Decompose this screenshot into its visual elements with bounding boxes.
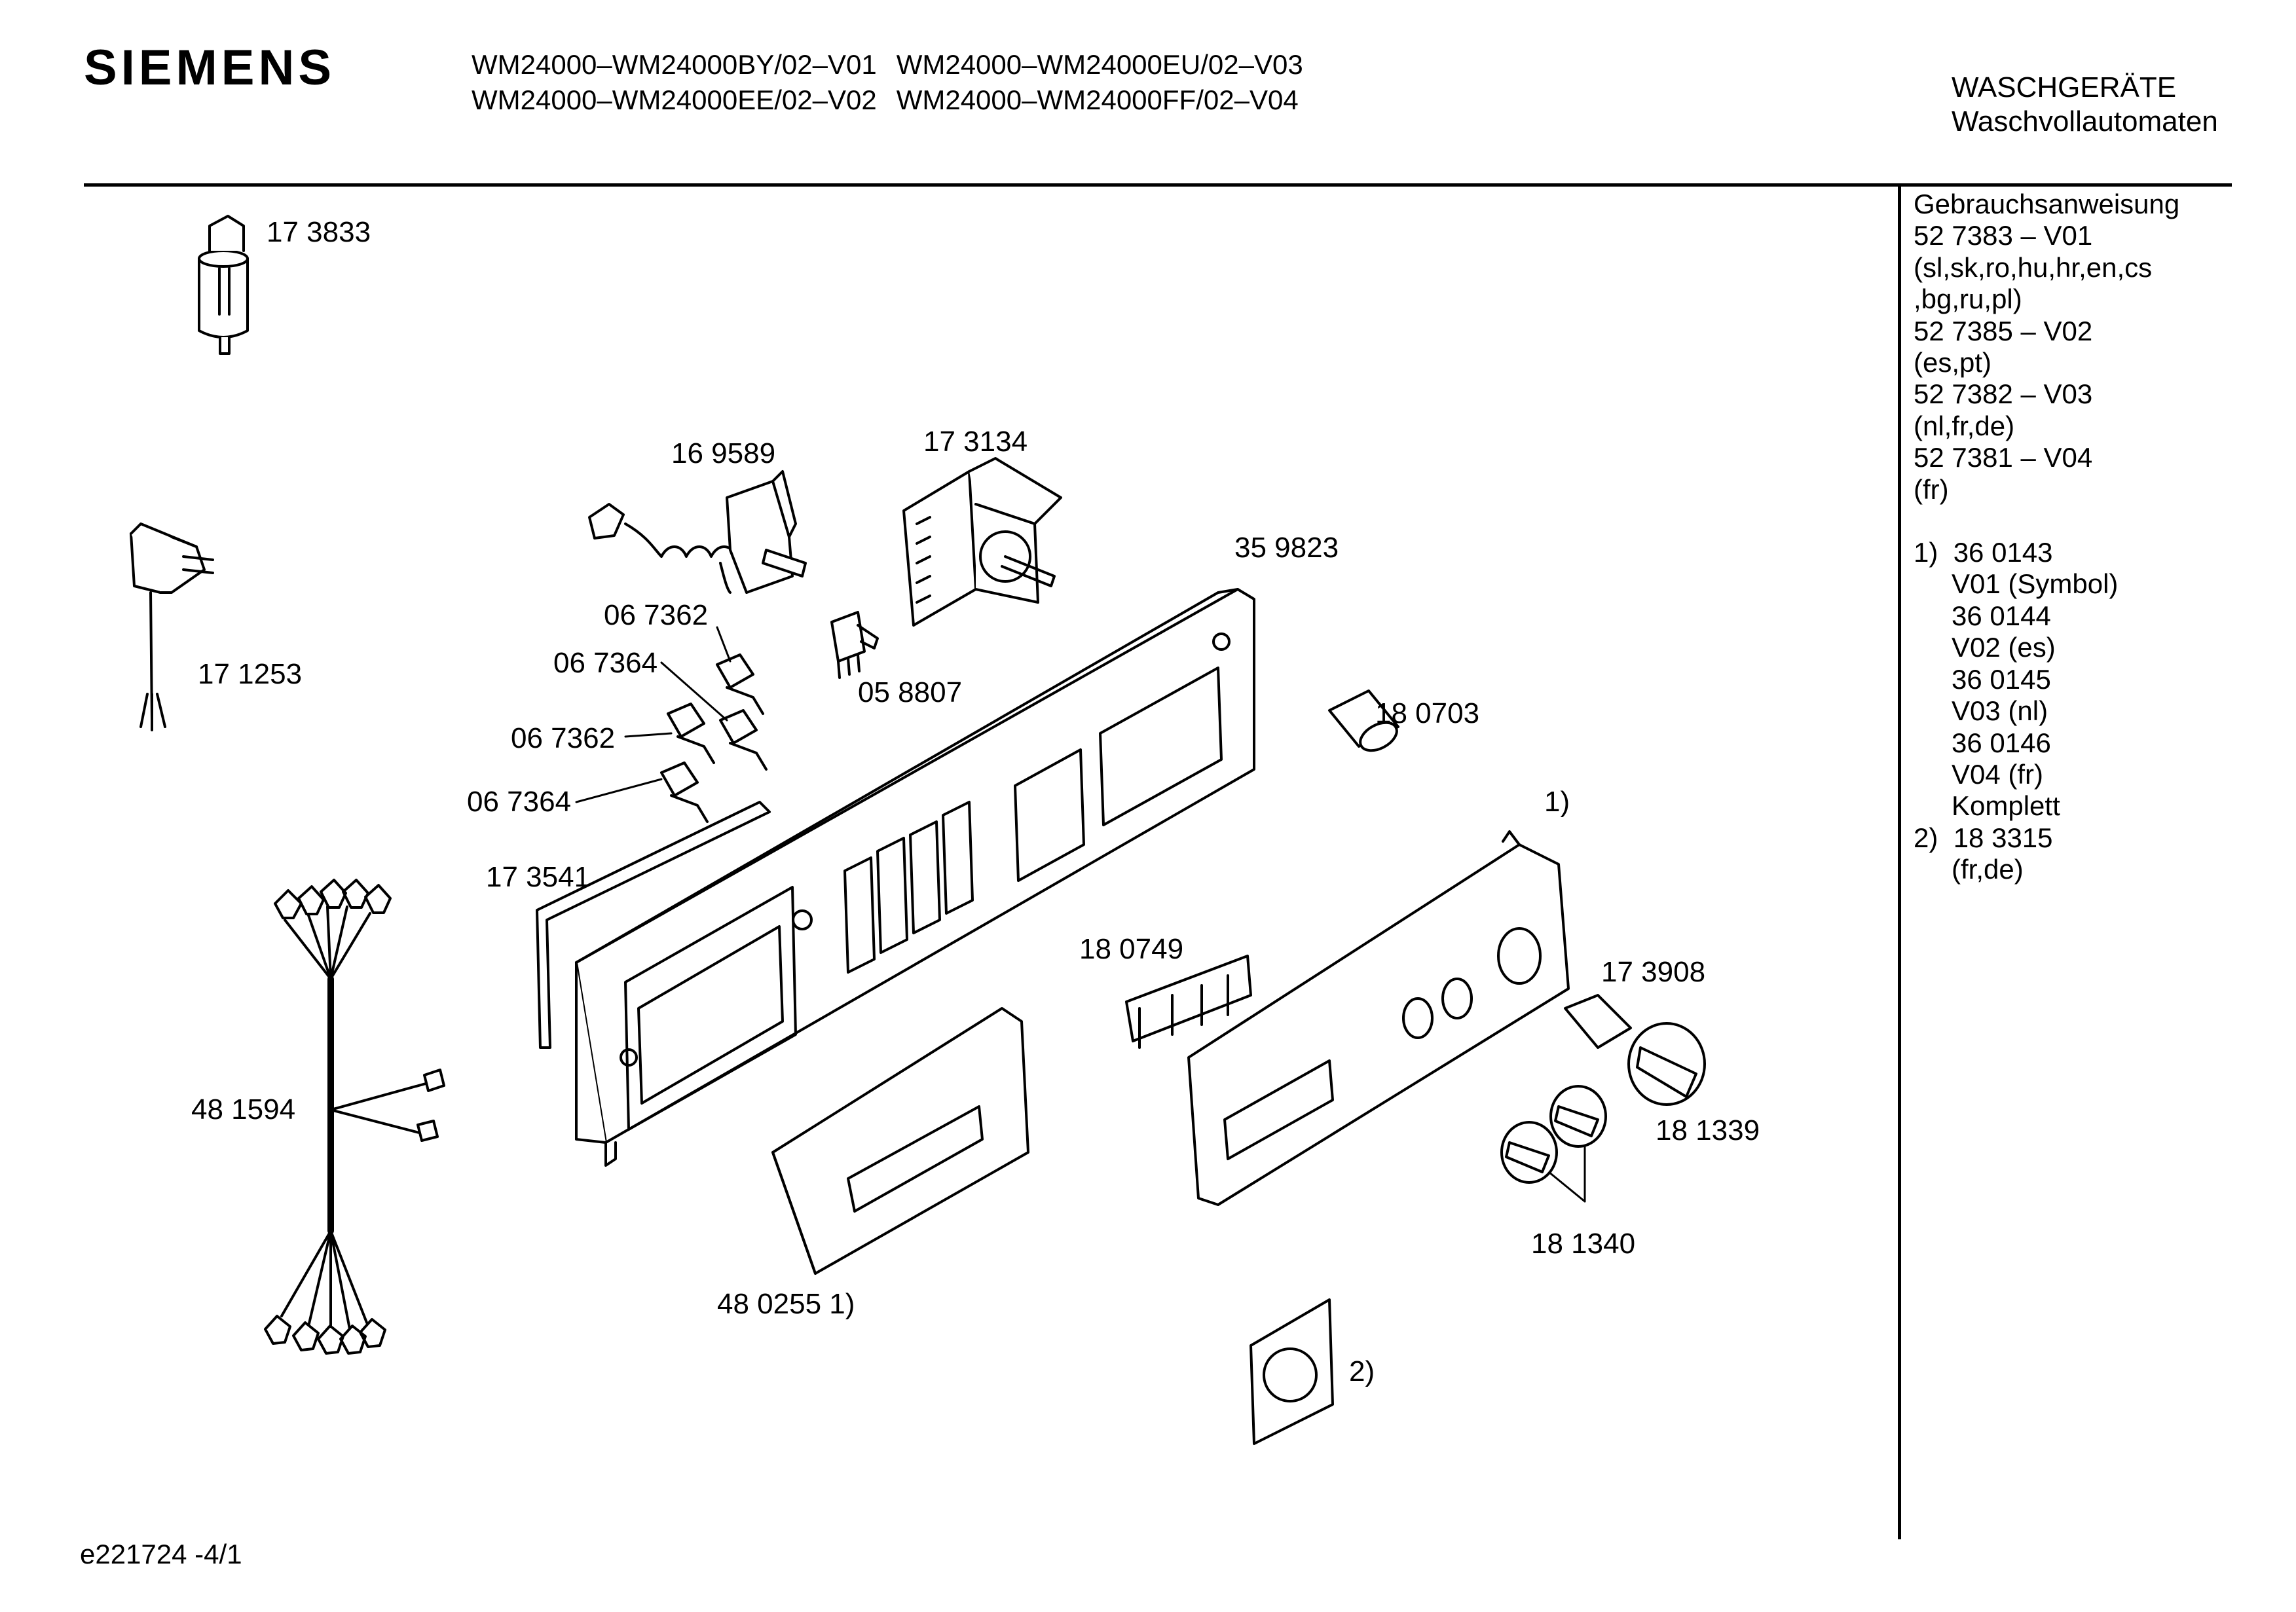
sidebar-line: (es,pt) <box>1914 347 1992 378</box>
part-label: 16 9589 <box>671 437 776 469</box>
part-label: 06 7362 <box>604 599 709 631</box>
part-label: 17 3908 <box>1601 956 1706 988</box>
knob-part <box>1500 1022 1706 1184</box>
part-label: 06 7364 <box>553 647 658 679</box>
note-1: 1) 36 0143 <box>1914 537 2179 568</box>
switch-set-part <box>660 653 768 823</box>
part-label: 06 7362 <box>511 722 616 754</box>
part-label: 17 3541 <box>486 861 591 893</box>
note-line: 36 0146 <box>1952 727 2051 758</box>
front-fascia-part <box>1187 830 1570 1206</box>
wire-harness-part <box>264 879 445 1355</box>
note-line: Komplett <box>1952 790 2060 822</box>
mains-plug-part <box>130 522 214 731</box>
category-title: WASCHGERÄTE Waschvollautomaten <box>1952 71 2218 139</box>
part-label: 05 8807 <box>858 676 963 708</box>
note-mark: 1) <box>1914 537 1938 568</box>
sidebar-line: 52 7385 – V02 <box>1914 315 2093 346</box>
note-line: V01 (Symbol) <box>1952 568 2119 600</box>
model-code: WM24000–WM24000BY/02–V01 <box>472 49 877 80</box>
part-label: 18 1340 <box>1531 1228 1636 1260</box>
note-line: 36 0144 <box>1952 600 2051 631</box>
header-divider <box>84 183 2232 187</box>
sidebar-line: Gebrauchsanweisung <box>1914 189 2180 219</box>
note-line: 36 0143 <box>1953 537 2053 568</box>
part-label: 1) <box>1544 786 1570 818</box>
sidebar-notes: Gebrauchsanweisung 52 7383 – V01 (sl,sk,… <box>1914 189 2179 886</box>
button-strip-part <box>1125 955 1252 1049</box>
document-code: e221724 -4/1 <box>80 1539 242 1569</box>
model-row: WM24000–WM24000EE/02–V02 WM24000–WM24000F… <box>472 82 1323 118</box>
note-line: 18 3315 <box>1953 822 2053 853</box>
note-line: 36 0145 <box>1952 663 2051 695</box>
part-label: 2) <box>1349 1355 1375 1387</box>
part-label: 17 3833 <box>267 216 371 248</box>
category-subline: Waschvollautomaten <box>1952 105 2218 137</box>
note-line: V02 (es) <box>1952 632 2056 663</box>
part-label: 35 9823 <box>1234 532 1339 564</box>
category-line: WASCHGERÄTE <box>1952 71 2177 103</box>
sidebar-line: (fr) <box>1914 473 1949 505</box>
knob-adapter-part <box>1564 994 1632 1049</box>
sidebar-line: (nl,fr,de) <box>1914 410 2015 441</box>
sidebar-divider <box>1898 185 1901 1539</box>
note-line: V04 (fr) <box>1952 758 2044 790</box>
model-row: WM24000–WM24000BY/02–V01 WM24000–WM24000E… <box>472 47 1323 82</box>
potentiometer-part <box>830 611 879 679</box>
model-code: WM24000–WM24000EU/02–V03 <box>896 49 1303 80</box>
model-code: WM24000–WM24000FF/02–V04 <box>896 84 1299 115</box>
sidebar-line: 52 7383 – V01 <box>1914 220 2093 251</box>
sidebar-line: 52 7381 – V04 <box>1914 442 2093 473</box>
programme-timer-part <box>902 457 1062 627</box>
indicator-lamp-part <box>1328 689 1399 752</box>
note-line: V03 (nl) <box>1952 695 2048 727</box>
sidebar-line: 52 7382 – V03 <box>1914 378 2093 410</box>
part-label: 06 7364 <box>467 786 572 818</box>
sidebar-line: (sl,sk,ro,hu,hr,en,cs <box>1914 251 2153 283</box>
part-label: 48 1594 <box>191 1093 296 1126</box>
note-2: 2) 18 3315 <box>1914 822 2179 854</box>
model-code: WM24000–WM24000EE/02–V02 <box>472 84 877 115</box>
drawer-front-part <box>771 1007 1029 1275</box>
part-label: 18 0749 <box>1079 933 1184 965</box>
leader-lines <box>575 626 1586 1203</box>
note-mark: 2) <box>1914 822 1938 853</box>
note-line: (fr,de) <box>1952 854 2024 885</box>
control-panel-frame-part <box>575 588 1255 1167</box>
part-label: 18 1339 <box>1656 1114 1760 1146</box>
part-label: 18 0703 <box>1375 697 1480 729</box>
part-label: 17 3134 <box>923 426 1028 458</box>
gasket-part <box>536 801 771 1049</box>
part-label: 17 1253 <box>198 658 303 690</box>
thermostat-part <box>588 470 807 594</box>
part-label: 48 0255 1) <box>717 1288 855 1320</box>
symbol-plate-part <box>1250 1298 1334 1445</box>
sidebar-line: ,bg,ru,pl) <box>1914 284 2022 315</box>
capacitor-part <box>198 215 249 355</box>
brand-logo: SIEMENS <box>84 40 336 96</box>
